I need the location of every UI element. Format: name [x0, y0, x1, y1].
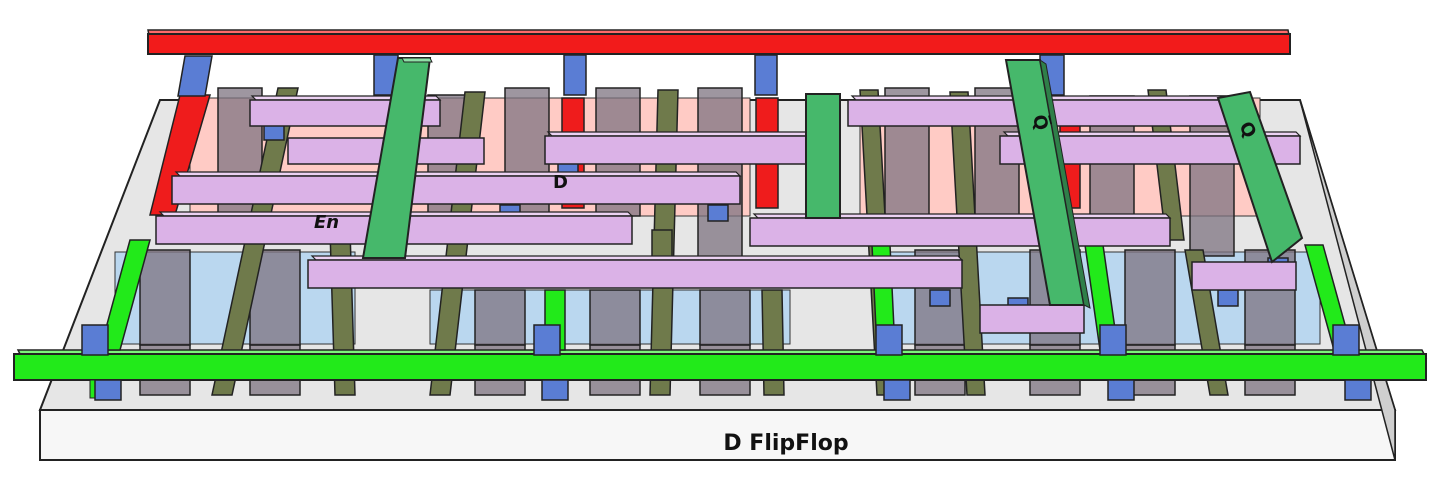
transistor-body — [589, 289, 641, 346]
metal-bar — [979, 304, 1085, 334]
transistor-body — [699, 289, 751, 346]
label-d: D — [553, 172, 568, 193]
metal-bar — [307, 255, 964, 289]
contact — [533, 324, 561, 356]
output-metal — [361, 57, 1304, 309]
metal-bar — [749, 213, 1172, 247]
diagram-title: D FlipFlop — [723, 431, 848, 456]
transistor-body — [474, 289, 526, 346]
poly-gate — [1147, 89, 1185, 241]
gnd-rail — [13, 239, 1428, 399]
contact — [81, 324, 109, 356]
contact — [754, 54, 778, 96]
contact — [1099, 324, 1127, 356]
transistor-body — [139, 249, 191, 346]
label-q-bar: Q̅ — [1028, 112, 1053, 133]
contact — [563, 54, 587, 96]
contact — [94, 379, 122, 401]
metal-bar — [1191, 261, 1297, 291]
contact — [177, 55, 213, 97]
output-bar-left — [361, 57, 433, 259]
contact — [929, 289, 951, 307]
contact — [1332, 324, 1360, 356]
contact — [1344, 379, 1372, 401]
contact — [1107, 379, 1135, 401]
output-bar-q — [1216, 90, 1304, 264]
output-bar-mid — [805, 93, 841, 219]
output-bar-qbar — [1004, 58, 1091, 309]
contact — [883, 379, 911, 401]
contact — [541, 379, 569, 401]
contact — [1217, 289, 1239, 307]
metal-bar — [171, 171, 742, 205]
contact — [875, 324, 903, 356]
metal-bar — [544, 131, 812, 165]
label-en: En — [314, 212, 339, 233]
transistor-body — [1124, 249, 1176, 346]
contact — [707, 204, 729, 222]
